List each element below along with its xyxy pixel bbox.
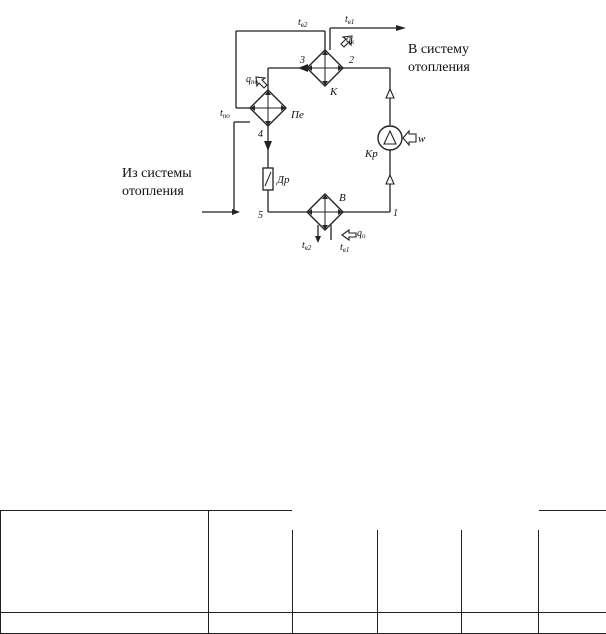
arrow-3-icon <box>298 64 308 72</box>
label-pe: Пе <box>290 109 304 121</box>
data-table <box>0 509 606 634</box>
qo-arrow-icon <box>341 228 357 242</box>
table-cell <box>538 611 606 634</box>
header-cell <box>461 509 539 613</box>
table-header-row <box>0 509 606 613</box>
label-from-heating-2: отопления <box>122 184 184 199</box>
work-input-arrow-icon <box>402 129 417 147</box>
header-cell <box>377 509 462 613</box>
arrow-b-out-icon <box>315 236 321 243</box>
label-to-heating-2: отопления <box>408 60 470 75</box>
label-from-heating-1: Из системы <box>122 166 192 181</box>
label-node-4: 4 <box>258 129 263 140</box>
arrow-4-down-icon <box>264 141 272 151</box>
arrow-in-icon <box>232 209 240 215</box>
label-q-po: qпо <box>246 74 259 86</box>
label-t-w2-bot: tв2 <box>302 240 312 252</box>
label-t-w1-bot: tв1 <box>340 242 349 254</box>
compressor-kr <box>377 125 417 151</box>
flow-arrow-up-upper-icon <box>385 87 395 99</box>
qpo-arrow-icon <box>255 76 268 89</box>
evaporator-b <box>306 193 344 243</box>
label-b: В <box>339 192 346 204</box>
exchanger-pe <box>249 89 287 127</box>
table-cell <box>208 611 293 634</box>
throttle-dr <box>262 167 274 191</box>
label-dr: Др <box>276 174 290 186</box>
label-node-5: 5 <box>258 210 263 221</box>
table-row <box>0 611 606 634</box>
table-cell <box>292 611 378 634</box>
header-cell <box>538 510 606 613</box>
label-t-w1-top: tв1 <box>345 14 354 26</box>
label-node-2: 2 <box>349 55 354 66</box>
label-t-w2-top: tв2 <box>298 17 308 29</box>
label-node-1: 1 <box>393 208 398 219</box>
label-t-po: tпо <box>220 108 230 120</box>
label-k: К <box>329 86 338 98</box>
header-cell <box>292 509 378 613</box>
label-q-k: qк <box>346 34 355 46</box>
table-cell <box>0 611 209 634</box>
label-node-3: 3 <box>299 55 305 66</box>
header-cell <box>0 510 209 613</box>
table-cell <box>377 611 462 634</box>
label-w: w <box>418 133 426 145</box>
label-to-heating-1: В систему <box>408 42 469 57</box>
heat-pump-schematic: В систему отопления Из системы отопления… <box>122 14 470 254</box>
arrow-out-right-icon <box>396 25 406 31</box>
condenser-k <box>306 49 344 87</box>
flow-arrow-up-lower-icon <box>385 173 395 185</box>
label-q-o: qо <box>357 228 366 240</box>
header-cell <box>208 510 293 613</box>
table-cell <box>461 611 539 634</box>
qk-arrow-icon <box>340 35 353 48</box>
label-kr: Кр <box>364 148 378 160</box>
water-loop <box>202 25 406 215</box>
refrigerant-loop <box>264 64 395 213</box>
